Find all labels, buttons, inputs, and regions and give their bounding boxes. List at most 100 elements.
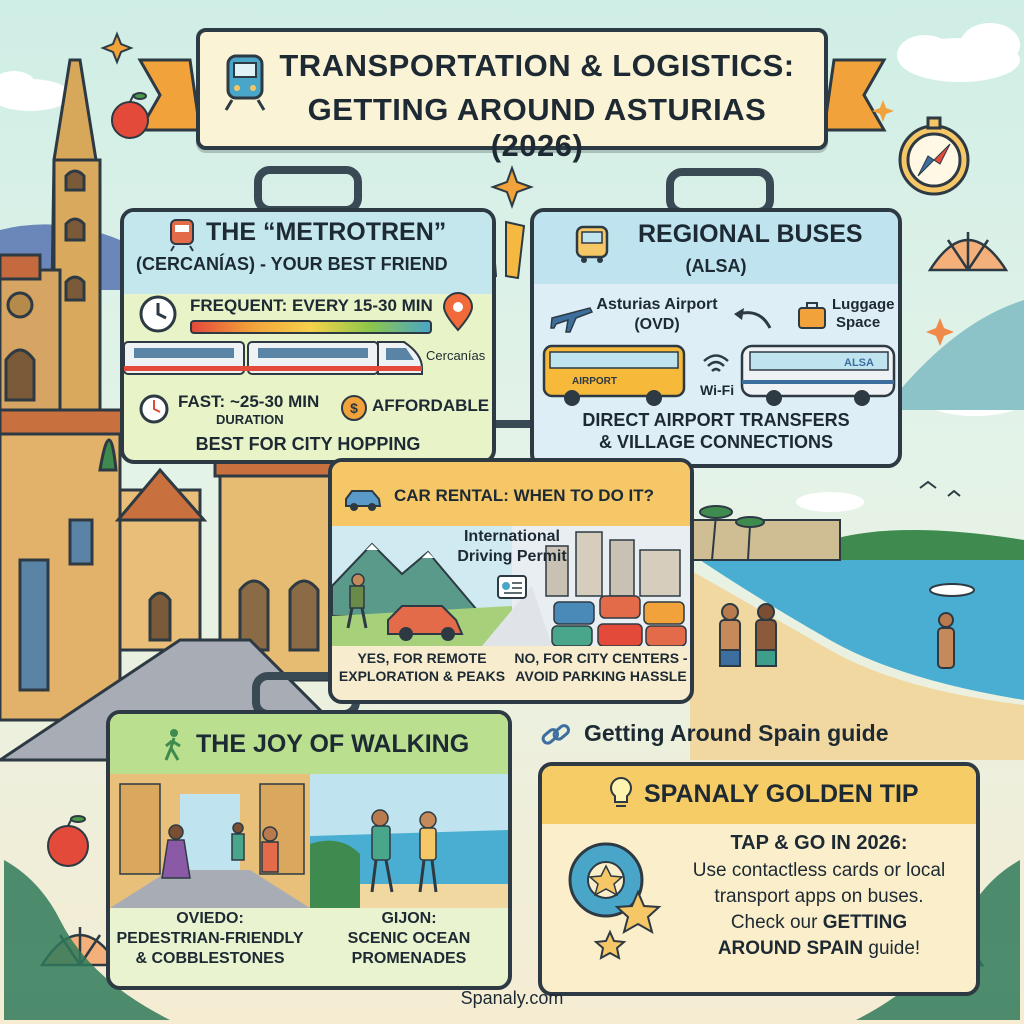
ribbon-right [822, 58, 887, 132]
car-rental-card: CAR RENTAL: WHEN TO DO IT? International… [328, 458, 694, 704]
headland [830, 530, 1024, 560]
tip-line-2: transport apps on buses. [714, 886, 924, 907]
fast-label: FAST: ~25-30 MIN [178, 392, 320, 411]
car-no-label-1: NO, FOR CITY CENTERS - [514, 650, 688, 666]
tip-line-3a: Check our [730, 912, 823, 933]
apple-icon [111, 92, 149, 139]
best-for-label: BEST FOR CITY HOPPING [195, 434, 421, 454]
cercanias-train [124, 341, 423, 375]
title-banner: TRANSPORTATION & LOGISTICS: GETTING AROU… [196, 28, 828, 163]
buses-title: REGIONAL BUSES [638, 220, 863, 248]
gijon-label-3: PROMENADES [351, 950, 467, 967]
airport-bus: AIRPORT [542, 344, 686, 406]
frequency-bar [190, 320, 432, 334]
buses-subtitle: (ALSA) [685, 256, 747, 276]
train-icon [170, 219, 194, 252]
sparkle-icon [872, 100, 894, 122]
title-line-2: GETTING AROUND ASTURIAS (2026) [307, 92, 767, 163]
beach-people [719, 583, 975, 669]
sparkle-icon [490, 165, 534, 209]
hill [900, 300, 1024, 410]
metrotren-card: THE “METROTREN” (CERCANÍAS) - YOUR BEST … [120, 208, 496, 464]
luggage-icon [798, 302, 826, 329]
oviedo-label-3: & COBBLESTONES [135, 950, 285, 967]
apple-icon [47, 815, 89, 867]
walking-card: THE JOY OF WALKING OVIEDO: PEDESTRIAN-FR… [106, 710, 512, 990]
seagull-icon [919, 480, 961, 497]
car-rental-header [332, 462, 690, 530]
bus-icon [575, 225, 609, 263]
celtic-knot-corner [4, 860, 170, 1020]
permit-label-1: International [463, 528, 560, 545]
alsa-bus: ALSA [740, 344, 896, 406]
walking-illustration [110, 774, 508, 908]
coin-icon: $ [341, 395, 367, 421]
gijon-label-2: SCENIC OCEAN [347, 930, 471, 947]
car-yes-label-1: YES, FOR REMOTE [357, 650, 487, 666]
car-icon [345, 490, 382, 511]
alsa-bus-brand: ALSA [844, 357, 874, 369]
cloud-icon [796, 492, 864, 512]
location-pin-icon [442, 292, 474, 332]
buses-caption-1: DIRECT AIRPORT TRANSFERS [582, 410, 850, 430]
regional-buses-card: REGIONAL BUSES (ALSA) Asturias Airport (… [530, 208, 902, 468]
oviedo-label-1: OVIEDO: [176, 910, 244, 927]
permit-label-2: Driving Permit [457, 548, 567, 565]
car-rental-illustration [332, 526, 690, 646]
car-yes-label-2: EXPLORATION & PEAKS [338, 668, 506, 684]
buses-caption-2: & VILLAGE CONNECTIONS [598, 432, 833, 452]
airplane-icon [550, 307, 594, 333]
cercanias-label: Cercanías [426, 348, 486, 363]
golden-tip-card: SPANALY GOLDEN TIP TAP & GO IN 2026: Use… [538, 762, 980, 996]
cloud-icon [0, 71, 70, 111]
permit-card-icon [497, 575, 527, 599]
airport-code: (OVD) [634, 316, 680, 333]
metrotren-subtitle: (CERCANÍAS) - YOUR BEST FRIEND [136, 254, 448, 274]
duration-label: DURATION [216, 412, 284, 427]
beach [690, 570, 1024, 760]
oviedo-label-2: PEDESTRIAN-FRIENDLY [116, 930, 304, 947]
luggage-space-label: Space [836, 314, 881, 331]
walking-title: THE JOY OF WALKING [196, 730, 470, 758]
svg-text:$: $ [350, 400, 358, 416]
ribbon-left [137, 58, 202, 132]
tip-line-4a[interactable]: AROUND SPAIN [717, 938, 864, 959]
metrotren-title: THE “METROTREN” [206, 218, 447, 246]
tip-line-1: Use contactless cards or local [692, 860, 946, 881]
title-line-1: TRANSPORTATION & LOGISTICS: [279, 48, 795, 83]
guide-link-text[interactable]: Getting Around Spain guide [584, 720, 889, 746]
walking-header [110, 714, 508, 778]
sparkle-icon [100, 31, 134, 65]
bus-sign-text: AIRPORT [572, 376, 617, 387]
stopwatch-icon [139, 394, 169, 424]
arrow-icon [734, 308, 772, 329]
tip-line-4b: guide! [863, 938, 921, 959]
tip-line-3b[interactable]: GETTING [822, 912, 908, 933]
airport-label: Asturias Airport [596, 296, 718, 313]
car-rental-title: CAR RENTAL: WHEN TO DO IT? [394, 486, 655, 505]
car-no-label-2: AVOID PARKING HASSLE [515, 668, 687, 684]
luggage-label: Luggage [832, 296, 895, 313]
tip-heading: TAP & GO IN 2026: [730, 832, 908, 854]
sparkle-icon [926, 318, 954, 346]
tip-line-3: Check our GETTING [660, 912, 976, 934]
gijon-label-1: GIJON: [381, 910, 437, 927]
frequency-label: FREQUENT: EVERY 15-30 MIN [190, 296, 433, 315]
tip-line-4: AROUND SPAIN guide! [660, 938, 976, 960]
affordable-label: AFFORDABLE [372, 396, 490, 415]
clock-icon [139, 295, 177, 333]
cloud-icon [897, 23, 1020, 82]
link-icon [541, 724, 571, 745]
golden-tip-title: SPANALY GOLDEN TIP [644, 780, 919, 808]
lightbulb-icon [610, 776, 632, 807]
walking-person-icon [164, 729, 181, 761]
gear-star-icon [568, 842, 662, 960]
compass-icon [898, 116, 970, 196]
footer-site[interactable]: Spanaly.com [460, 988, 564, 1008]
wifi-label: Wi-Fi [700, 382, 735, 398]
suitcase-handle [666, 168, 774, 216]
scallop-shell-icon [927, 232, 1009, 272]
street-buildings [0, 408, 337, 722]
wifi-icon [703, 354, 729, 372]
train-icon [224, 54, 266, 111]
